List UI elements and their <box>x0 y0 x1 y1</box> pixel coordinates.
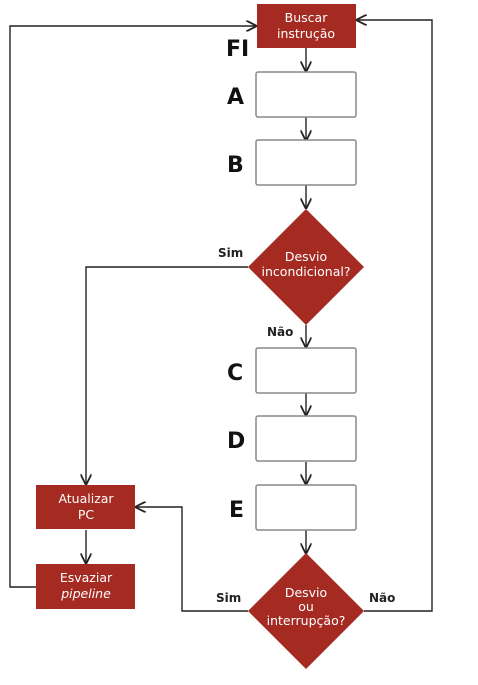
flush-pipeline-label-2: pipeline <box>60 586 111 601</box>
stage-label-b: B <box>227 153 244 178</box>
stage-box-a <box>255 71 357 118</box>
fetch-instruction-label-2: instrução <box>277 26 335 41</box>
stage-label-a: A <box>227 85 244 110</box>
fetch-instruction-label-1: Buscar <box>285 10 329 25</box>
unconditional-branch-label-2: incondicional? <box>262 264 351 279</box>
stage-box-e <box>255 484 357 531</box>
stage-label-d: D <box>227 429 245 454</box>
stage-label-e: E <box>229 498 244 523</box>
arrow-branch-yes-to-update-pc <box>86 266 248 484</box>
arrow-interrupt-yes-to-update-pc <box>136 507 248 612</box>
stage-box-b <box>255 139 357 186</box>
fetch-instruction-node <box>257 4 356 48</box>
stage-label-c: C <box>227 361 243 386</box>
branch-or-interrupt-decision <box>248 553 364 669</box>
branch-interrupt-label-1: Desvio <box>285 585 327 600</box>
unconditional-branch-label-1: Desvio <box>285 249 327 264</box>
edge-label-branch-no: Não <box>267 325 293 339</box>
edge-label-interrupt-no: Não <box>369 591 395 605</box>
update-pc-node <box>36 485 135 529</box>
update-pc-label-1: Atualizar <box>58 491 114 506</box>
connectors <box>9 20 433 612</box>
flush-pipeline-node <box>36 564 135 609</box>
branch-interrupt-label-3: interrupção? <box>267 613 346 628</box>
stage-box-d <box>255 415 357 462</box>
edge-label-branch-yes: Sim <box>218 246 243 260</box>
branch-interrupt-label-2: ou <box>298 599 314 614</box>
update-pc-label-2: PC <box>78 507 95 522</box>
stage-label-fi: FI <box>226 37 249 62</box>
arrow-interrupt-no-to-fetch <box>357 20 433 612</box>
flush-pipeline-label-1: Esvaziar <box>60 570 113 585</box>
arrow-flush-to-fetch <box>9 26 256 588</box>
unconditional-branch-decision <box>248 209 364 325</box>
edge-label-interrupt-yes: Sim <box>216 591 241 605</box>
stage-box-c <box>255 347 357 394</box>
